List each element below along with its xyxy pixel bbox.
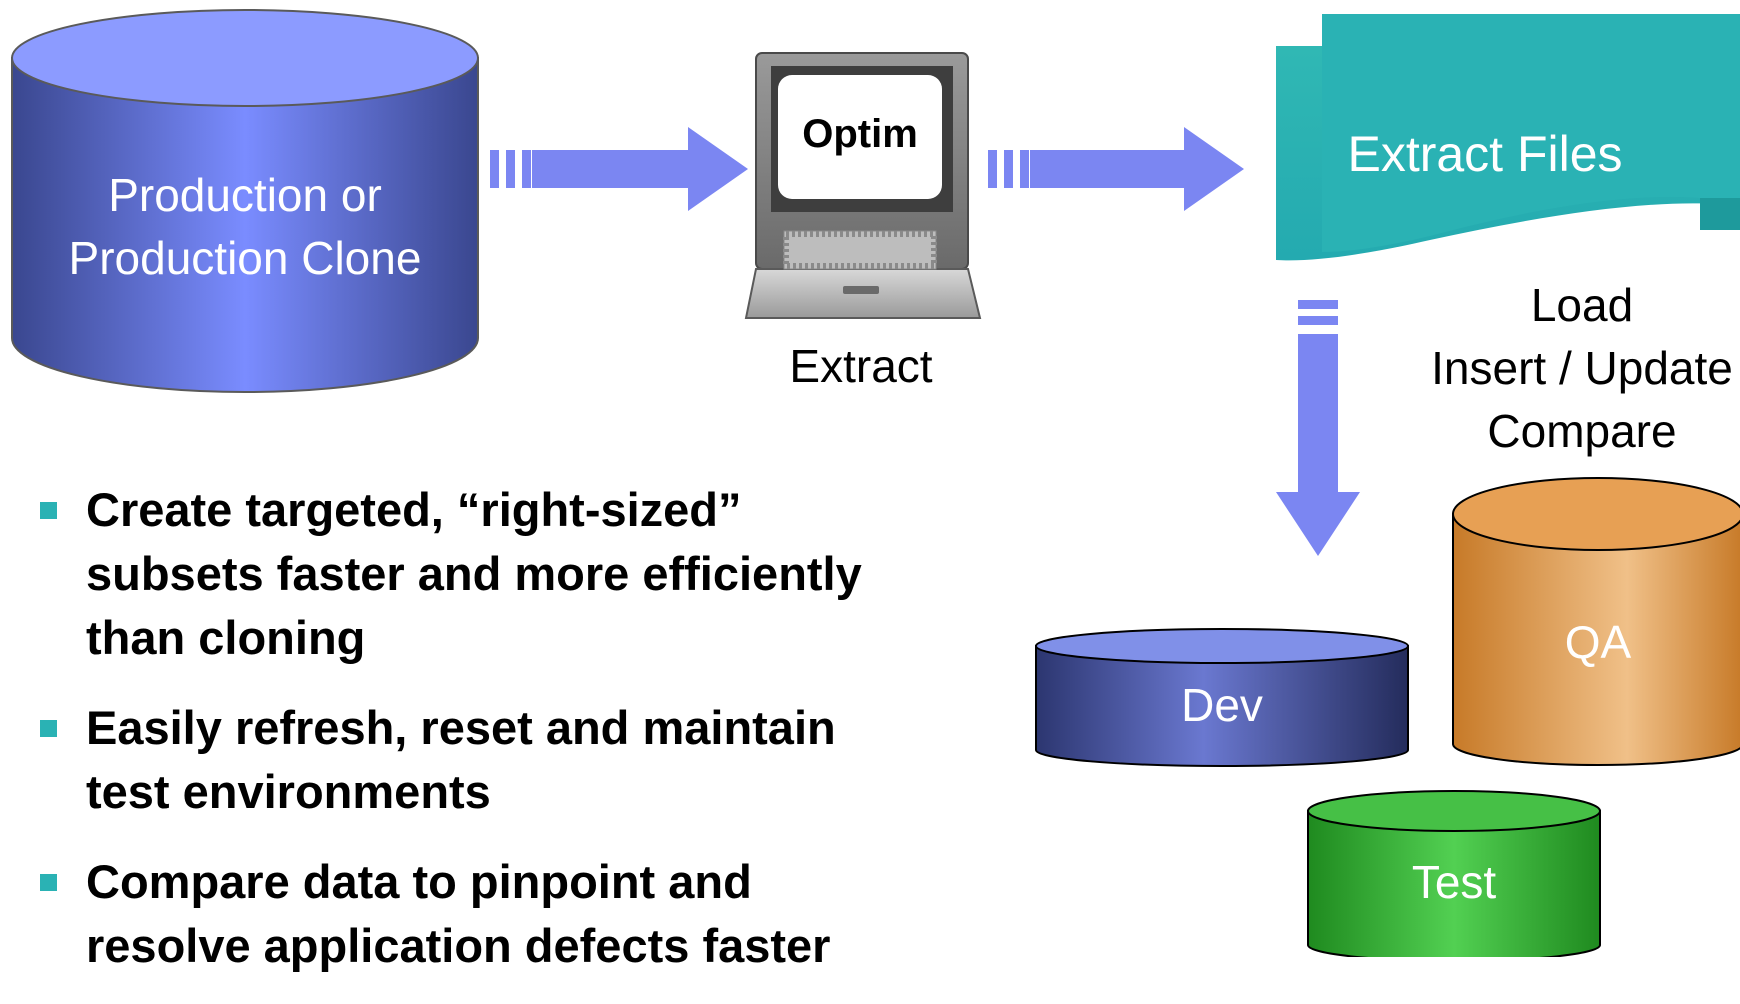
- production-database: Production or Production Clone: [11, 9, 479, 393]
- benefit-1-line2: subsets faster and more efficiently: [86, 547, 862, 600]
- benefit-item: Compare data to pinpoint and resolve app…: [40, 850, 990, 978]
- benefit-1-line3: than cloning: [86, 611, 366, 664]
- dev-label: Dev: [1181, 679, 1263, 731]
- benefit-2-line2: test environments: [86, 765, 491, 818]
- production-label-line1: Production or: [108, 169, 382, 221]
- operation-insert-update: Insert / Update: [1431, 342, 1733, 394]
- extract-files-document: Extract Files: [1276, 14, 1740, 261]
- operation-compare: Compare: [1487, 405, 1676, 457]
- qa-label: QA: [1565, 616, 1632, 668]
- extract-files-label: Extract Files: [1347, 126, 1622, 182]
- arrow-to-extract: [490, 127, 748, 211]
- arrow-to-extract-files: [988, 127, 1244, 211]
- test-database: Test: [1307, 790, 1601, 957]
- qa-database: QA: [1452, 477, 1740, 766]
- bullet-square-icon: [40, 874, 57, 891]
- production-label-line2: Production Clone: [69, 232, 422, 284]
- laptop-icon: Optim: [744, 52, 982, 319]
- arrow-to-targets: [1276, 300, 1360, 556]
- extract-caption: Extract: [789, 340, 932, 392]
- test-label: Test: [1412, 856, 1497, 908]
- benefit-item: Easily refresh, reset and maintain test …: [40, 696, 990, 824]
- bullet-square-icon: [40, 720, 57, 737]
- benefit-item: Create targeted, “right-sized” subsets f…: [40, 478, 990, 670]
- benefits-list: Create targeted, “right-sized” subsets f…: [40, 478, 990, 1004]
- bullet-square-icon: [40, 502, 57, 519]
- optim-screen-label: Optim: [802, 112, 918, 156]
- benefit-1-line1: Create targeted, “right-sized”: [86, 483, 742, 536]
- benefit-3-line1: Compare data to pinpoint and: [86, 855, 752, 908]
- benefit-2-line1: Easily refresh, reset and maintain: [86, 701, 836, 754]
- dev-database: Dev: [1035, 628, 1409, 767]
- operation-load: Load: [1531, 279, 1633, 331]
- benefit-3-line2: resolve application defects faster: [86, 919, 831, 972]
- flow-diagram: Production or Production Clone Optim Ext…: [11, 9, 1740, 957]
